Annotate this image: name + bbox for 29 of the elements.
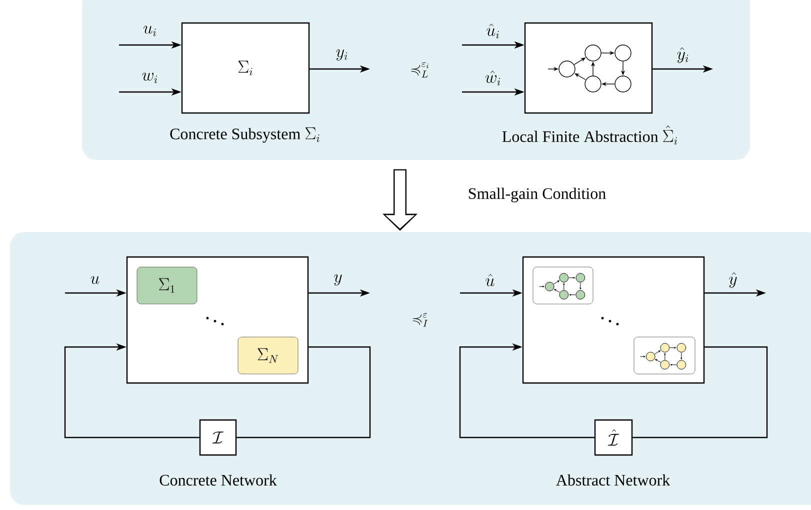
edge-label: $u$ bbox=[90, 276, 100, 284]
edge-label: $u_i$ bbox=[144, 26, 156, 36]
edge-label: $\hat{y}$ bbox=[729, 272, 737, 288]
block-box: $\Sigma_i$ bbox=[181, 22, 310, 114]
caption: Concrete Network bbox=[160, 474, 277, 486]
edge-label: $y$ bbox=[334, 274, 342, 286]
relation-symbol: $\preccurlyeq^{\varepsilon_i}_L$ bbox=[411, 62, 428, 78]
node-label: $\mbox{Local Finite Abstraction }\hat{\Sigma}_i$ bbox=[502, 126, 678, 145]
edge-label: $\hat{u}_i$ bbox=[486, 24, 499, 38]
connector-line bbox=[236, 346, 371, 438]
arrow bbox=[64, 343, 200, 438]
node-label: $\mbox{Concrete Subsystem }\Sigma_i$ bbox=[170, 127, 320, 143]
edge-label: Small-gain Condition bbox=[468, 188, 606, 202]
caption: Abstract Network bbox=[556, 474, 670, 486]
interconnection-box: $\hat{\mathcal{I}}$ bbox=[594, 419, 633, 456]
interconnection-box: $\mathcal{I}$ bbox=[199, 419, 237, 456]
edge-label: $\hat{y}_i$ bbox=[677, 47, 688, 63]
ellipsis-dots: $\ddots$ bbox=[601, 316, 619, 326]
edge-label: $w_i$ bbox=[142, 72, 158, 84]
subsystem-box: $\Sigma_1$ bbox=[136, 266, 198, 304]
edge-label: $y_i$ bbox=[336, 49, 348, 61]
arrow bbox=[459, 343, 594, 438]
subsystem-box: $\Sigma_N$ bbox=[238, 336, 298, 374]
connector-line bbox=[632, 346, 768, 438]
block-box bbox=[524, 22, 653, 114]
edge-label: $\hat{u}$ bbox=[486, 274, 494, 286]
ellipsis-dots: $\ddots$ bbox=[206, 316, 224, 326]
relation-symbol: $\preccurlyeq^{\varepsilon}_I$ bbox=[412, 313, 428, 327]
edge-label: $\hat{w}_i$ bbox=[485, 70, 500, 86]
